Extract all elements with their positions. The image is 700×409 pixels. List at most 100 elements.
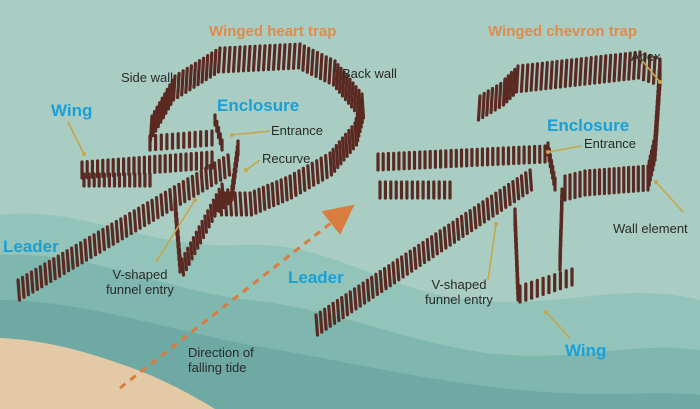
- right-enclosure-stake: [489, 86, 495, 115]
- right-enclosure-stake: [553, 59, 559, 90]
- left-leader-stake: [87, 235, 93, 259]
- left-leader-stake: [34, 267, 40, 291]
- left-enclosure-stake: [192, 61, 198, 89]
- right-enclosure-stake: [627, 51, 632, 81]
- left-funnel-stake: [183, 252, 188, 272]
- left-enclosure-stake: [161, 92, 167, 120]
- left-enclosure-stake: [352, 85, 358, 113]
- left-enclosure-stake: [188, 64, 193, 92]
- left-enclosure-stake: [246, 44, 252, 73]
- left-funnel-stake: [211, 198, 217, 218]
- left-enclosure-stake: [344, 132, 349, 158]
- left-leader-stake: [92, 233, 98, 257]
- left-enclosure-stake: [261, 185, 267, 211]
- right-leader-stake: [489, 194, 495, 218]
- left-enclosure-stake: [337, 66, 343, 94]
- right-enclosure-stake: [544, 60, 549, 91]
- right-leader-stake: [344, 293, 350, 317]
- left-enclosure-stake: [221, 46, 227, 74]
- left-leader-stake: [123, 214, 129, 238]
- left-enclosure-stake: [350, 125, 355, 151]
- right-leader-stake: [378, 269, 384, 294]
- left-enclosure-stake: [327, 57, 333, 85]
- left-leader-stake: [190, 174, 196, 198]
- right-enclosure-stake: [592, 55, 598, 85]
- right-enclosure-stake: [508, 70, 514, 101]
- left-enclosure-stake: [216, 46, 222, 74]
- left-enclosure-stake: [176, 71, 181, 100]
- right-leader-stake: [438, 229, 444, 253]
- right-leader-stake: [365, 278, 371, 302]
- left-wing-pointer-tip: [82, 152, 86, 156]
- right-enclosure-stake: [529, 62, 535, 92]
- right-entrance-pointer: [547, 145, 583, 153]
- right-leader-stake: [494, 191, 499, 215]
- left-enclosure-stake: [270, 182, 276, 208]
- right-enclosure-stake: [481, 91, 486, 120]
- left-enclosure-stake: [334, 143, 340, 170]
- back-wall-label: Back wall: [342, 66, 397, 81]
- recurve-pointer-tip: [244, 168, 248, 172]
- left-leader-stake: [132, 209, 138, 233]
- left-enclosure-stake: [301, 166, 307, 192]
- right-leader-stake: [425, 238, 431, 262]
- right-enclosure-stake: [641, 52, 647, 82]
- right-enclosure-stake: [514, 64, 520, 94]
- left-enclosure-stake: [315, 159, 320, 185]
- right-enclosure-stake: [651, 55, 657, 85]
- left-trap-title: Winged heart trap: [209, 23, 337, 40]
- right-leader-stake: [421, 240, 427, 265]
- right-leader-stake: [408, 249, 414, 273]
- right-leader-stake: [502, 185, 508, 209]
- left-funnel-pointer-tip: [193, 198, 197, 202]
- right-leader-stake: [464, 211, 469, 236]
- left-enclosure-stake: [169, 78, 174, 107]
- left-leader-stake: [177, 182, 182, 206]
- left-enclosure-stake: [180, 69, 185, 97]
- right-enclosure-stake: [497, 81, 503, 110]
- right-enclosure-stake: [617, 52, 623, 82]
- left-leader-stake: [52, 257, 57, 281]
- right-leader-stake: [340, 296, 345, 320]
- left-leader-stake: [150, 198, 156, 222]
- left-enclosure-stake: [271, 43, 277, 71]
- left-enclosure-stake: [223, 191, 229, 217]
- left-funnel-stake: [209, 203, 214, 223]
- left-enclosure-stake: [241, 45, 247, 73]
- left-leader-stake: [141, 203, 147, 228]
- right-enclosure-stake: [583, 56, 588, 86]
- left-leader-stake: [69, 246, 75, 270]
- right-entrance-pointer-tip: [546, 150, 550, 154]
- left-leader-stake: [226, 153, 232, 177]
- right-wing-label: Wing: [565, 341, 607, 360]
- left-leader-stake: [65, 249, 71, 273]
- right-enclosure-stake: [549, 60, 554, 90]
- right-leader-stake: [519, 174, 525, 198]
- left-leader-stake: [38, 265, 44, 289]
- right-leader-stake: [352, 287, 358, 311]
- left-enclosure-stake: [349, 81, 355, 109]
- right-enclosure-stake: [573, 57, 579, 87]
- right-trap-title: Winged chevron trap: [488, 23, 638, 40]
- right-enclosure-stake: [534, 62, 540, 92]
- left-enclosure-stake: [200, 56, 206, 84]
- left-enclosure-stake: [275, 180, 280, 206]
- left-enclosure-stake: [212, 48, 218, 77]
- apex-label: Apex: [631, 49, 661, 64]
- right-leader-stake: [331, 301, 337, 325]
- left-funnel-stake: [220, 182, 226, 202]
- right-enclosure-stake: [493, 84, 499, 112]
- left-leader-stake: [163, 190, 169, 214]
- left-funnel-stake: [200, 219, 206, 240]
- right-enclosure-stake: [511, 67, 517, 97]
- apex-pointer: [639, 57, 661, 83]
- tide-line1: Direction of: [188, 345, 254, 360]
- right-wing-pointer-tip: [544, 310, 548, 314]
- left-enclosure-label: Enclosure: [217, 96, 300, 115]
- water-wave-band: [0, 300, 700, 409]
- right-funnel-line2: funnel entry: [425, 291, 493, 307]
- left-leader-stake: [20, 275, 26, 299]
- left-enclosure-stake: [184, 66, 189, 95]
- left-enclosure-stake: [314, 50, 320, 79]
